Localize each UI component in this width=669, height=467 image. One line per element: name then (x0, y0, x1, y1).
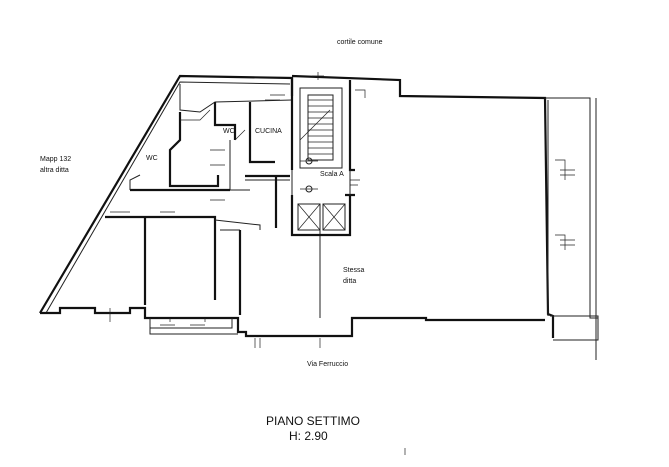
same-owner-label-line2: ditta (343, 278, 356, 285)
courtyard-label: cortile comune (337, 39, 383, 46)
street-label: Via Ferruccio (307, 361, 348, 368)
outer-walls (39, 74, 555, 338)
kitchen-label: CUCINA (255, 128, 282, 135)
right-block (545, 97, 599, 360)
floor-title: PIANO SETTIMO (266, 414, 360, 428)
facade-marks (160, 318, 406, 455)
ceiling-height: H: 2.90 (289, 429, 328, 443)
same-owner-label-line1: Stessa (343, 267, 365, 274)
mapp-label-line1: Mapp 132 (40, 156, 71, 163)
interior-walls (105, 84, 321, 322)
mapp-label-line2: altra ditta (40, 167, 69, 174)
stair-core (290, 72, 366, 237)
staircase-label: Scala A (320, 171, 344, 178)
wc-label-left: WC (146, 155, 158, 162)
wc-label-small: WC (223, 128, 235, 135)
